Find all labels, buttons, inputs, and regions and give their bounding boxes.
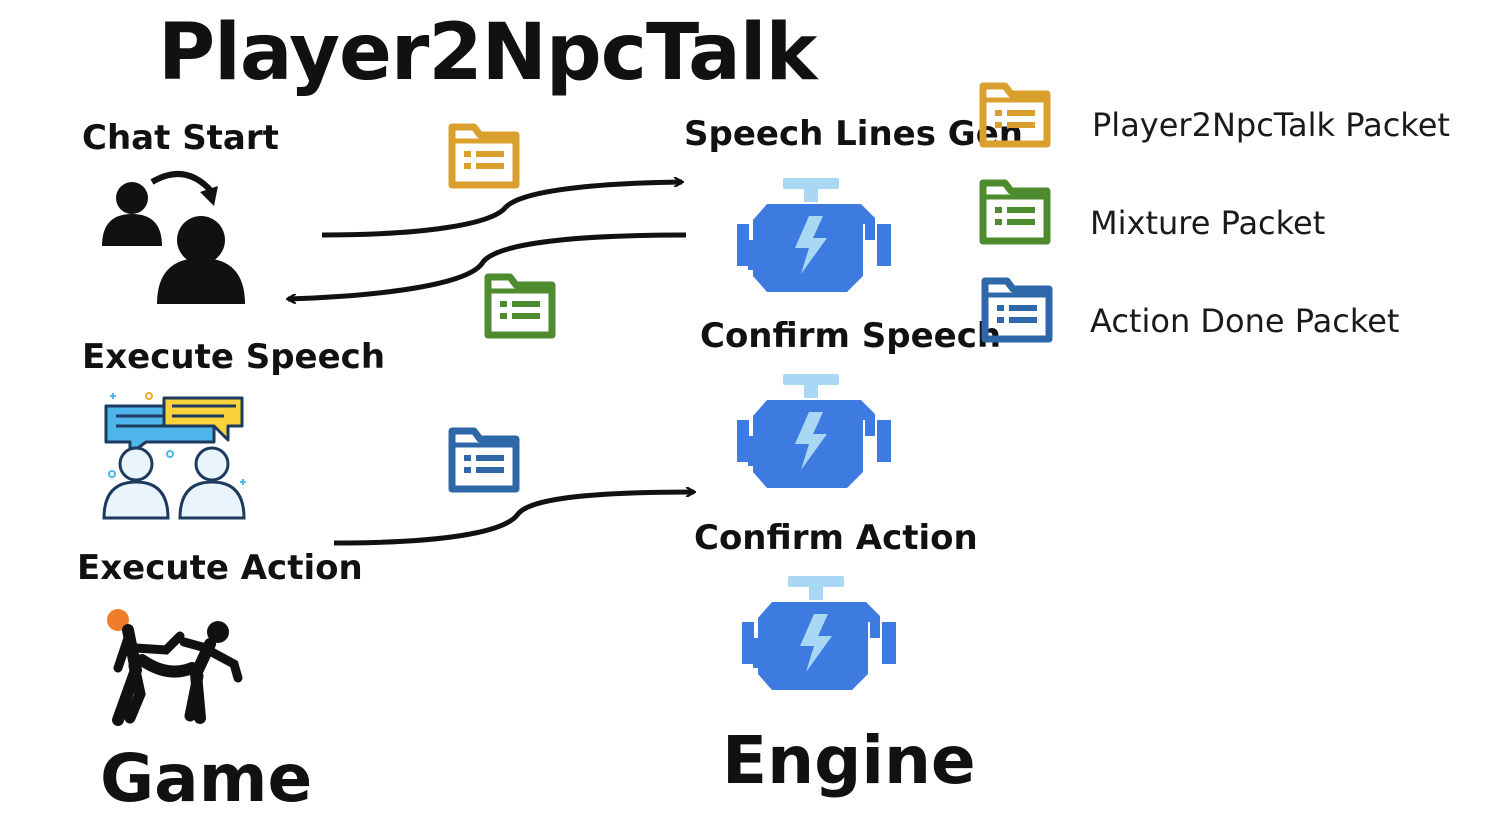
action-done-packet-icon — [452, 431, 516, 489]
conversation-icon — [102, 392, 246, 520]
arrow-speech-gen-to-execute-speech — [288, 232, 687, 299]
legend-label-player2npctalk: Player2NpcTalk Packet — [1092, 106, 1450, 144]
player2npctalk-packet-icon — [452, 127, 516, 185]
arrow-action-to-confirm-action — [333, 492, 694, 546]
engine-icon — [737, 374, 891, 488]
diagram-title: Player2NpcTalk — [158, 8, 817, 98]
legend-action-done-packet-icon — [985, 281, 1049, 339]
legend-player2npctalk-packet-icon — [983, 86, 1047, 144]
step-speech-lines-gen: Speech Lines Gen — [684, 114, 1023, 154]
step-execute-speech: Execute Speech — [82, 337, 386, 377]
step-confirm-speech: Confirm Speech — [700, 316, 1002, 356]
game-label: Game — [100, 740, 313, 817]
engine-icon — [742, 576, 896, 690]
legend-label-action-done: Action Done Packet — [1090, 302, 1400, 340]
mixture-packet-icon — [488, 277, 552, 335]
step-chat-start: Chat Start — [82, 118, 279, 158]
fighting-icon — [107, 609, 243, 726]
legend-label-mixture: Mixture Packet — [1090, 204, 1326, 242]
users-switch-icon — [102, 171, 245, 304]
engine-icon — [737, 178, 891, 292]
legend-mixture-packet-icon — [983, 183, 1047, 241]
step-confirm-action: Confirm Action — [694, 518, 978, 558]
step-execute-action: Execute Action — [77, 548, 363, 588]
engine-label: Engine — [722, 722, 976, 799]
arrow-chat-to-speech-gen — [321, 182, 682, 238]
